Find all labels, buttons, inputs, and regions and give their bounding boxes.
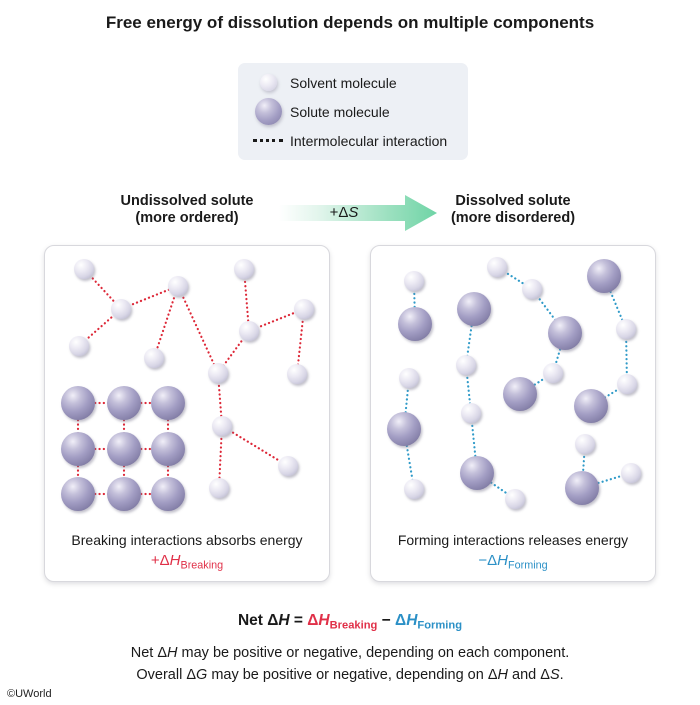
solvent-molecule [487,257,507,277]
dissolved-state-label: Dissolved solute (more disordered) [370,193,656,227]
solvent-molecule [294,299,314,319]
interaction-line [580,442,587,490]
solvent-molecule [69,336,89,356]
solute-molecule [61,432,95,466]
breaking-enthalpy-formula: +ΔHBreaking [150,552,224,572]
interaction-line [119,284,180,311]
legend-icon-cell [246,74,290,91]
solute-molecule [107,386,141,420]
solvent-molecule [212,416,232,436]
solute-molecule [151,477,185,511]
interaction-line [152,284,180,360]
solvent-molecule [404,479,424,499]
solvent-molecule [111,299,131,319]
solute-molecule [107,477,141,511]
breaking-caption: Breaking interactions absorbs energy [71,532,303,548]
solvent-molecule [278,456,298,476]
undissolved-state-label: Undissolved solute (more ordered) [44,193,330,227]
solvent-molecule-icon [259,74,277,91]
interaction-line [217,424,224,490]
entropy-arrow: +ΔS [277,192,441,234]
legend-label-interaction: Intermolecular interaction [290,132,448,149]
solute-molecule [565,471,599,505]
forming-enthalpy-formula: −ΔHForming [478,552,548,572]
solute-molecule [107,432,141,466]
solute-molecule [548,316,582,350]
solvent-molecule [505,489,525,509]
solute-molecule [398,307,432,341]
interaction-line [247,307,306,333]
interaction-line [469,411,479,475]
undissolved-molecule-diagram [61,259,314,511]
legend-item-interaction: Intermolecular interaction [246,126,468,155]
arrow-polygon [279,195,437,231]
solute-molecule [151,386,185,420]
undissolved-state-line2: (more ordered) [135,210,239,226]
legend: Solvent molecule Solute molecule Intermo… [238,63,468,160]
legend-label-solvent: Solvent molecule [290,74,397,91]
solvent-molecule [456,355,476,375]
dissolved-state-line1: Dissolved solute [455,193,571,209]
solvent-molecule [575,434,595,454]
solvent-molecule [621,463,641,483]
interaction-line [412,279,417,326]
solvent-molecule [234,259,254,279]
copyright: ©UWorld [7,688,52,700]
solvent-molecule [74,259,94,279]
solute-molecule [61,477,95,511]
solute-molecule [457,292,491,326]
solute-molecule [460,456,494,490]
interaction-line [176,284,220,375]
solute-molecule [61,386,95,420]
solute-molecule-icon [254,98,282,125]
dissolved-panel: Forming interactions releases energy −ΔH… [370,245,656,582]
solvent-molecule [209,478,229,498]
solvent-molecule [404,271,424,291]
solvent-molecule [399,368,419,388]
solvent-molecule [616,319,636,339]
undissolved-panel: Breaking interactions absorbs energy +ΔH… [44,245,330,582]
solute-molecule [574,389,608,423]
legend-icon-cell [246,139,290,142]
solvent-molecule [461,403,481,423]
solute-molecule [503,377,537,411]
legend-item-solvent: Solvent molecule [246,68,468,97]
solute-molecule [387,412,421,446]
arrow-shape [279,195,437,231]
forming-caption: Forming interactions releases energy [397,532,629,548]
dissolved-state-line2: (more disordered) [450,210,576,226]
solvent-molecule [144,348,164,368]
solvent-molecule [617,374,637,394]
interaction-line [242,267,251,333]
solvent-molecule [168,276,188,296]
intermolecular-interaction-icon [253,139,283,142]
entropy-change-label: +ΔS [329,204,359,222]
interaction-line [402,427,416,491]
solute-molecule [587,259,621,293]
page-title: Free energy of dissolution depends on mu… [105,13,595,32]
footnote-overall-free-energy: Overall ΔG may be positive or negative, … [136,667,564,683]
footnote-net-enthalpy: Net ΔH may be positive or negative, depe… [130,645,570,661]
solute-molecule [151,432,185,466]
solvent-molecule [208,363,228,383]
legend-icon-cell [246,98,290,125]
net-enthalpy-equation: Net ΔH = ΔHBreaking − ΔHForming [237,612,463,632]
legend-label-solute: Solute molecule [290,103,390,120]
undissolved-state-line1: Undissolved solute [120,193,254,209]
solvent-molecule [239,321,259,341]
solvent-molecule [522,279,542,299]
legend-item-solute: Solute molecule [246,97,468,126]
interaction-line [220,424,290,468]
solvent-molecule [543,363,563,383]
dissolved-molecule-diagram [387,257,641,509]
solvent-molecule [287,364,307,384]
